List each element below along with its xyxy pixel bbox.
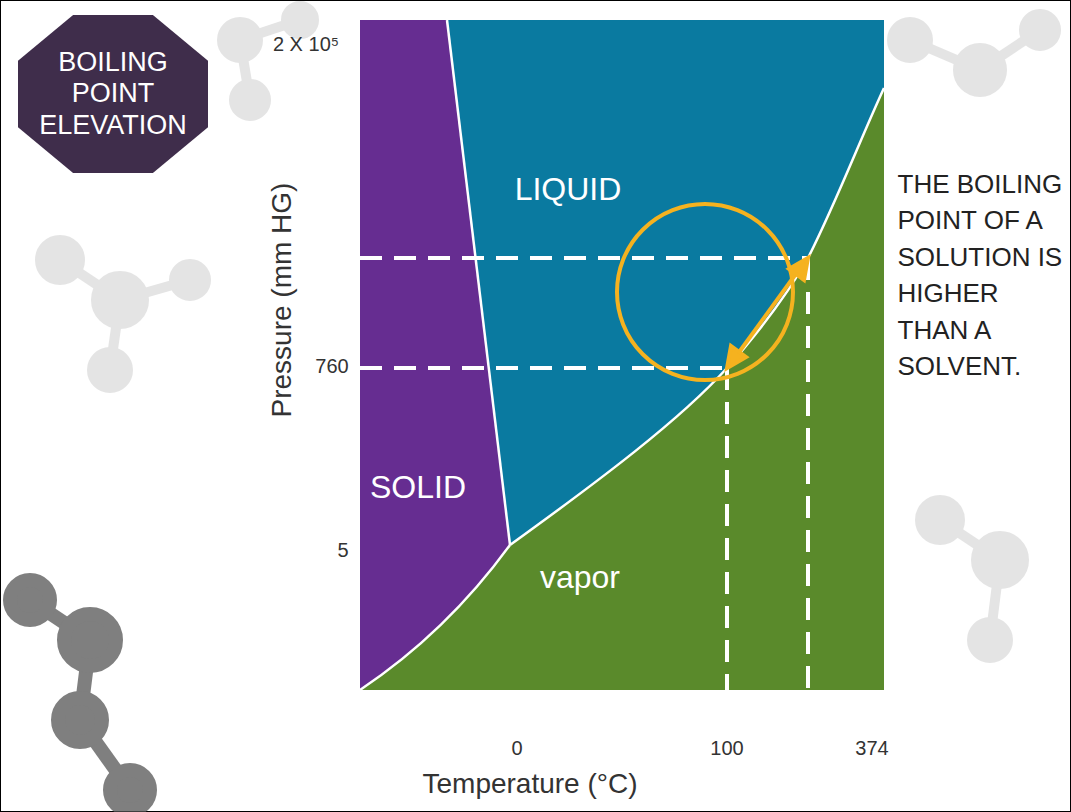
note-text: THE BOILING POINT OF A SOLUTION IS HIGHE… bbox=[898, 166, 1063, 384]
region-label: SOLID bbox=[370, 470, 466, 505]
axis-title: Temperature (°C) bbox=[422, 769, 637, 800]
liquid-region bbox=[447, 20, 884, 545]
tick-label: 0 bbox=[511, 737, 522, 759]
tick-label: 5 bbox=[337, 539, 348, 561]
solid-region bbox=[360, 20, 510, 690]
dashed-guides bbox=[360, 258, 808, 690]
title-text: BOILING POINT ELEVATION bbox=[38, 47, 188, 140]
tick-label: 100 bbox=[710, 737, 743, 759]
highlight-circle bbox=[617, 204, 793, 380]
molecule-decor-dark bbox=[10, 580, 150, 810]
elevation-arrow bbox=[727, 258, 808, 368]
region-label: LIQUID bbox=[515, 172, 622, 207]
region-label: vapor bbox=[540, 560, 620, 595]
tick-label: 374 bbox=[855, 737, 888, 759]
vapor-region bbox=[360, 20, 884, 690]
phase-boundaries bbox=[360, 20, 884, 690]
title-badge: BOILING POINT ELEVATION bbox=[18, 15, 208, 173]
axis-title: Pressure (mm HG) bbox=[267, 183, 298, 418]
tick-label: 760 bbox=[315, 355, 348, 377]
tick-label: 2 X 10⁵ bbox=[273, 33, 339, 55]
